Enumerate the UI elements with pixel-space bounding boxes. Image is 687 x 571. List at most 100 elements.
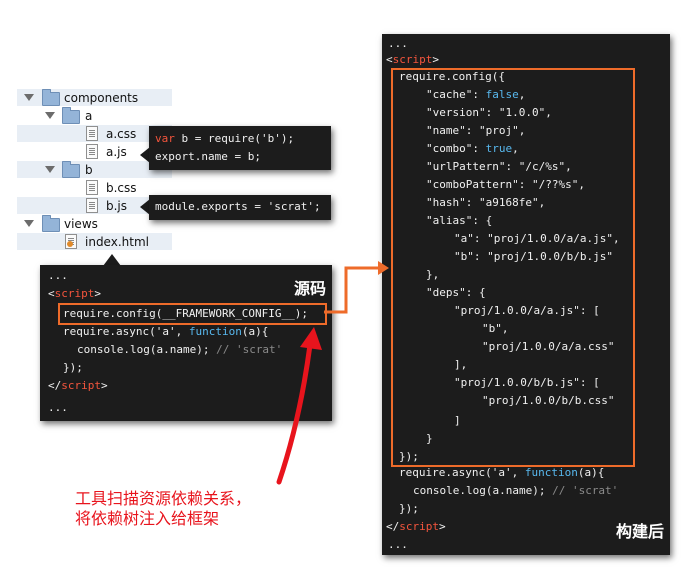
code-text: < (386, 53, 393, 66)
code-text: </ (386, 520, 400, 533)
code-text: (a){ (241, 325, 269, 338)
code-line: <script> (386, 51, 439, 69)
code-text: </ (48, 379, 62, 392)
code-line: "version": "1.0.0", (426, 106, 552, 119)
file-icon (86, 126, 98, 141)
code-line: "name": "proj", (426, 124, 526, 137)
caption-line-1: 工具扫描资源依赖关系， (75, 489, 252, 508)
tree-label: b.js (106, 198, 128, 213)
tree-item-components[interactable]: components (17, 89, 172, 106)
tree-label: a (85, 108, 93, 123)
tree-item-views[interactable]: views (17, 215, 172, 232)
tree-item-a-js[interactable]: a.js (17, 143, 172, 160)
code-line: "proj/1.0.0/b/b.js": [ (454, 376, 600, 389)
config-highlight (58, 303, 327, 325)
tree-item-b-js[interactable]: b.js (17, 197, 172, 214)
code-text: "combo": (426, 142, 486, 155)
code-line: "proj/1.0.0/b/b.css" (482, 394, 615, 407)
code-text: > (432, 53, 439, 66)
code-text: , (512, 142, 519, 155)
caption-line-2: 将依赖树注入给框架 (75, 509, 220, 528)
disclosure-triangle-icon[interactable] (45, 112, 55, 119)
code-text: require.async('a', (399, 466, 525, 479)
tag-name: script (54, 287, 95, 300)
code-line: "deps": { (426, 286, 486, 299)
tree-label: views (64, 216, 98, 231)
code-line: <script> (48, 285, 101, 303)
tree-item-b[interactable]: b (17, 161, 172, 178)
code-line: module.exports = 'scrat'; (155, 200, 321, 213)
code-line: ... (48, 401, 68, 414)
code-line: "combo": true, (426, 140, 519, 158)
code-line: ... (48, 269, 68, 282)
injected-config-highlight (391, 68, 635, 467)
disclosure-triangle-icon[interactable] (24, 94, 34, 101)
code-text: console.log(a.name); (413, 484, 553, 497)
disclosure-triangle-icon[interactable] (45, 166, 55, 173)
code-line: require.async('a', function(a){ (399, 464, 604, 482)
tree-label: b (85, 162, 93, 177)
keyword: true (485, 142, 513, 155)
code-line: ], (454, 358, 468, 371)
code-line: }, (426, 268, 440, 281)
disclosure-triangle-icon[interactable] (24, 220, 34, 227)
code-text: require.async('a', (63, 325, 189, 338)
code-line: "a": "proj/1.0.0/a/a.js", (454, 232, 620, 245)
tree-item-a[interactable]: a (17, 107, 172, 124)
callout-pointer (140, 199, 150, 215)
source-title: 源码 (293, 279, 326, 298)
code-line: }); (399, 450, 419, 463)
keyword: function (524, 466, 578, 479)
folder-icon (62, 161, 80, 178)
code-line: var b = require('b'); (155, 130, 294, 148)
tree-label: b.css (106, 180, 137, 195)
annotation-caption: 工具扫描资源依赖关系， 将依赖树注入给框架 (75, 489, 251, 529)
code-line: "proj/1.0.0/a/a.js": [ (454, 304, 600, 317)
code-line: }); (399, 502, 419, 515)
tree-label: a.css (106, 126, 137, 141)
code-line: "alias": { (426, 214, 493, 227)
tree-label: index.html (85, 234, 149, 249)
code-line: }); (63, 361, 83, 374)
code-text: , (518, 88, 526, 101)
comment: // 'scrat' (216, 343, 283, 356)
code-line: require.config({ (399, 70, 505, 83)
code-line: </script> (48, 377, 108, 395)
tree-label: components (64, 90, 139, 105)
code-line: ... (388, 37, 408, 50)
file-icon (86, 144, 98, 159)
code-line: console.log(a.name); // 'scrat' (77, 341, 282, 359)
code-line: require.config(__FRAMEWORK_CONFIG__); (63, 307, 309, 320)
tag-name: script (61, 379, 101, 392)
flow-arrow (324, 266, 378, 314)
file-icon (86, 180, 98, 195)
code-text: > (94, 287, 101, 300)
code-line: </script> (386, 518, 446, 536)
keyword: function (188, 325, 242, 338)
tree-item-a-css[interactable]: a.css (17, 125, 172, 142)
callout-a-js: var b = require('b'); export.name = b; (149, 126, 331, 170)
code-line: } (426, 432, 433, 445)
tree-item-b-css[interactable]: b.css (17, 179, 172, 196)
code-text: b = require('b'); (174, 132, 295, 145)
comment: // 'scrat' (552, 484, 619, 497)
code-line: ... (388, 538, 408, 551)
code-text: "cache": (426, 88, 486, 101)
built-code-panel: ... <script> require.config({ "cache": f… (382, 34, 670, 555)
tag-name: script (399, 520, 439, 533)
file-icon (86, 198, 98, 213)
tree-item-index-html[interactable]: index.html (17, 233, 172, 250)
source-code-panel: ... <script> require.config(__FRAMEWORK_… (40, 265, 332, 421)
code-line: "b": "proj/1.0.0/b/b.js" (454, 250, 613, 263)
code-line: "comboPattern": "/??%s", (426, 178, 585, 191)
tag-name: script (392, 53, 433, 66)
callout-b-js: module.exports = 'scrat'; (149, 195, 331, 220)
code-text: > (101, 379, 108, 392)
code-line: ] (454, 414, 461, 427)
code-line: "b", (482, 322, 509, 335)
callout-pointer (103, 254, 121, 266)
code-line: console.log(a.name); // 'scrat' (413, 482, 618, 500)
code-line: "hash": "a9168fe", (426, 196, 546, 209)
code-text: console.log(a.name); (77, 343, 217, 356)
code-text: < (48, 287, 55, 300)
